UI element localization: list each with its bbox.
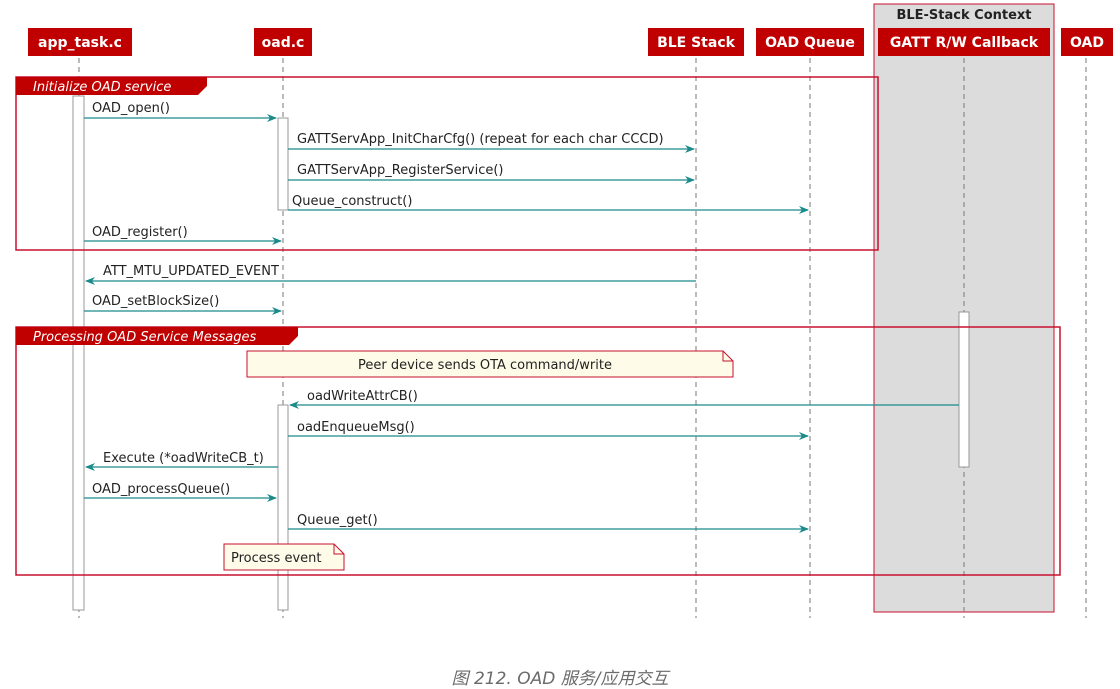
message-label: Queue_get() <box>297 513 378 528</box>
message-register-service: GATTServApp_RegisterService() <box>288 163 695 184</box>
participant-label: oad.c <box>262 35 305 51</box>
note-peer-device: Peer device sends OTA command/write <box>246 350 734 378</box>
group-processing: Processing OAD Service Messages <box>15 326 1061 576</box>
participant-app: app_task.c <box>28 28 132 56</box>
note-process-event: Process event <box>223 543 345 571</box>
message-label: OAD_register() <box>92 225 188 240</box>
message-label: oadWriteAttrCB() <box>307 389 418 404</box>
message-set-block-size: OAD_setBlockSize() <box>84 294 282 315</box>
participant-oad-right: OAD <box>1061 28 1113 56</box>
message-oad-write-attr-cb: oadWriteAttrCB() <box>289 389 959 409</box>
group-label: Initialize OAD service <box>33 80 171 95</box>
participant-oad-queue: OAD Queue <box>756 28 864 56</box>
activation-oad-init <box>277 117 289 211</box>
message-queue-get: Queue_get() <box>288 513 809 533</box>
activation-oad-proc <box>277 404 289 611</box>
message-label: GATTServApp_RegisterService() <box>297 163 504 178</box>
message-label: OAD_processQueue() <box>92 482 230 497</box>
message-oad-open: OAD_open() <box>84 101 277 122</box>
activation-gatt <box>958 311 970 468</box>
message-label: Execute (*oadWriteCB_t) <box>103 451 264 466</box>
activation-app <box>72 95 85 611</box>
participant-label: OAD Queue <box>765 35 855 51</box>
message-att-mtu-updated: ATT_MTU_UPDATED_EVENT <box>85 264 696 285</box>
message-label: OAD_open() <box>92 101 170 116</box>
participant-label: app_task.c <box>38 35 122 51</box>
participant-ble-stack: BLE Stack <box>648 28 744 56</box>
participant-gatt-callback: GATT R/W Callback <box>878 28 1050 56</box>
message-oad-enqueue-msg: oadEnqueueMsg() <box>288 420 809 440</box>
participant-label: OAD <box>1070 35 1104 51</box>
group-initialize: Initialize OAD service <box>15 76 879 251</box>
sequence-diagram: BLE-Stack Context app_task.c oad.c BLE S… <box>15 3 1113 618</box>
participant-label: BLE Stack <box>657 35 736 51</box>
note-text: Process event <box>231 551 321 566</box>
message-label: Queue_construct() <box>292 194 412 209</box>
note-text: Peer device sends OTA command/write <box>358 358 612 373</box>
figure-caption: 图 212. OAD 服务/应用交互 <box>451 669 669 689</box>
participant-oad: oad.c <box>254 28 312 56</box>
messages: OAD_open() GATTServApp_InitCharCfg() (re… <box>84 101 959 533</box>
message-execute-write-cb: Execute (*oadWriteCB_t) <box>85 451 278 471</box>
message-label: OAD_setBlockSize() <box>92 294 219 309</box>
message-label: GATTServApp_InitCharCfg() (repeat for ea… <box>297 132 664 147</box>
group-label: Processing OAD Service Messages <box>33 330 256 345</box>
message-label: oadEnqueueMsg() <box>297 420 415 435</box>
message-queue-construct: Queue_construct() <box>288 194 809 214</box>
message-oad-register: OAD_register() <box>84 225 282 245</box>
message-oad-process-queue: OAD_processQueue() <box>84 482 277 502</box>
context-box-title: BLE-Stack Context <box>896 8 1031 23</box>
activation-bars <box>72 95 970 611</box>
message-init-char-cfg: GATTServApp_InitCharCfg() (repeat for ea… <box>288 132 695 153</box>
participants: app_task.c oad.c BLE Stack OAD Queue GAT… <box>28 28 1113 56</box>
message-label: ATT_MTU_UPDATED_EVENT <box>103 264 279 279</box>
participant-label: GATT R/W Callback <box>890 35 1039 51</box>
